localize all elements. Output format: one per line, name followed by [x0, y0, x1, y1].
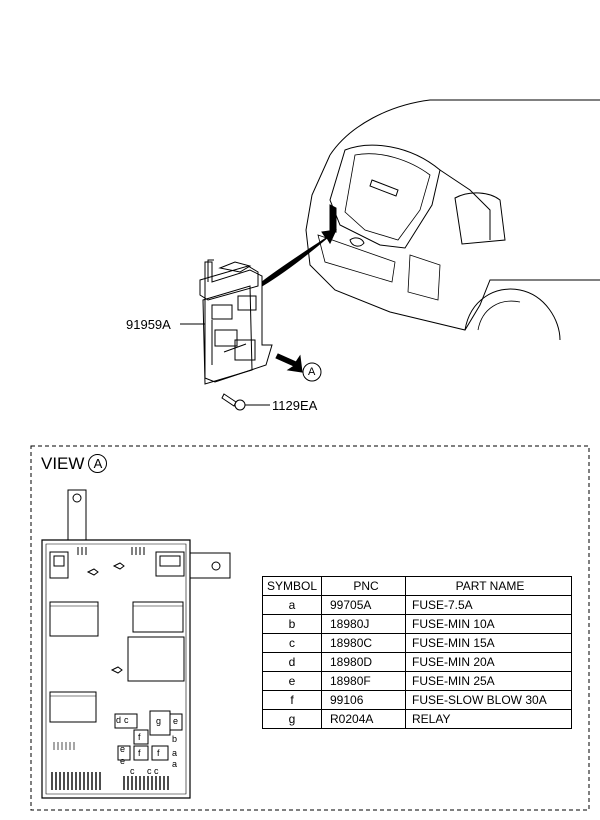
table-row: f 99106 FUSE-SLOW BLOW 30A	[262, 690, 572, 710]
cell-pnc: 18980C	[321, 633, 406, 653]
view-title-text: VIEW	[41, 454, 85, 473]
cell-pnc: 18980F	[321, 671, 406, 691]
cell-part-name: FUSE-MIN 25A	[405, 671, 572, 691]
cell-symbol: d	[262, 652, 322, 672]
cell-pnc: 18980D	[321, 652, 406, 672]
bolt-illustration	[221, 393, 270, 411]
cell-symbol: a	[262, 595, 322, 615]
box-symbol-b: b	[172, 734, 178, 744]
view-arrow	[275, 353, 303, 373]
cell-symbol: b	[262, 614, 322, 634]
cell-part-name: FUSE-MIN 10A	[405, 614, 572, 634]
part-number-91959a: 91959A	[126, 317, 171, 332]
fuse-box-front-view	[41, 489, 231, 799]
cell-part-name: FUSE-SLOW BLOW 30A	[405, 690, 572, 710]
view-title-marker: A	[88, 454, 108, 473]
table-row: c 18980C FUSE-MIN 15A	[262, 633, 572, 653]
cell-symbol: f	[262, 690, 322, 710]
cell-pnc: 99705A	[321, 595, 406, 615]
cell-pnc: 18980J	[321, 614, 406, 634]
col-header-pnc: PNC	[321, 576, 406, 596]
box-symbol-a2: a	[172, 759, 178, 769]
col-header-symbol: SYMBOL	[262, 576, 322, 596]
junction-box-illustration	[199, 259, 273, 385]
box-symbol-d: d	[116, 715, 122, 725]
box-symbol-c2: c	[130, 766, 135, 776]
box-symbol-e2: e	[120, 744, 126, 754]
parts-table: SYMBOL PNC PART NAME a 99705A FUSE-7.5A …	[262, 576, 572, 729]
cell-part-name: FUSE-7.5A	[405, 595, 572, 615]
cell-pnc: 99106	[321, 690, 406, 710]
col-header-part-name: PART NAME	[405, 576, 572, 596]
table-header-row: SYMBOL PNC PART NAME	[262, 576, 572, 596]
table-row: d 18980D FUSE-MIN 20A	[262, 652, 572, 672]
table-row: a 99705A FUSE-7.5A	[262, 595, 572, 615]
cell-part-name: FUSE-MIN 20A	[405, 652, 572, 672]
cell-part-name: FUSE-MIN 15A	[405, 633, 572, 653]
vehicle-outline	[305, 99, 600, 341]
table-row: b 18980J FUSE-MIN 10A	[262, 614, 572, 634]
view-marker-label: A	[308, 366, 316, 378]
view-frame	[30, 445, 590, 811]
box-symbol-c3: c	[147, 766, 152, 776]
box-symbol-c4: c	[154, 766, 159, 776]
box-symbol-c: c	[124, 715, 129, 725]
cell-symbol: g	[262, 709, 322, 729]
box-symbol-f2: f	[138, 748, 141, 758]
cell-symbol: e	[262, 671, 322, 691]
box-symbol-e: e	[173, 716, 179, 726]
box-symbol-g: g	[156, 716, 162, 726]
cell-pnc: R0204A	[321, 709, 406, 729]
cell-part-name: RELAY	[405, 709, 572, 729]
view-marker-circle	[302, 362, 322, 382]
table-row: e 18980F FUSE-MIN 25A	[262, 671, 572, 691]
box-symbol-f: f	[138, 732, 141, 742]
box-symbol-a: a	[172, 748, 178, 758]
box-symbol-e3: e	[120, 756, 126, 766]
box-symbol-f3: f	[157, 748, 160, 758]
pointer-arrow	[261, 229, 337, 287]
cell-symbol: c	[262, 633, 322, 653]
table-row: g R0204A RELAY	[262, 709, 572, 729]
part-number-1129ea: 1129EA	[272, 398, 318, 413]
